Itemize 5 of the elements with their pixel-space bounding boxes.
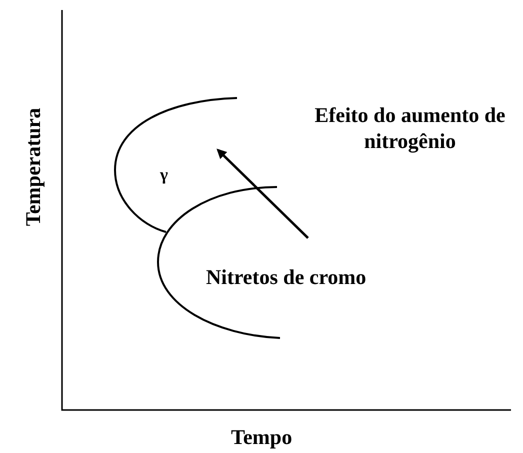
axis-label: Temperatura — [20, 106, 46, 228]
region-label: Nitretos de cromo — [206, 264, 366, 290]
annotation-text: Efeito do aumento de nitrogênio — [314, 102, 506, 154]
phase-label: γ — [160, 164, 168, 186]
axis-label: Tempo — [231, 424, 292, 450]
